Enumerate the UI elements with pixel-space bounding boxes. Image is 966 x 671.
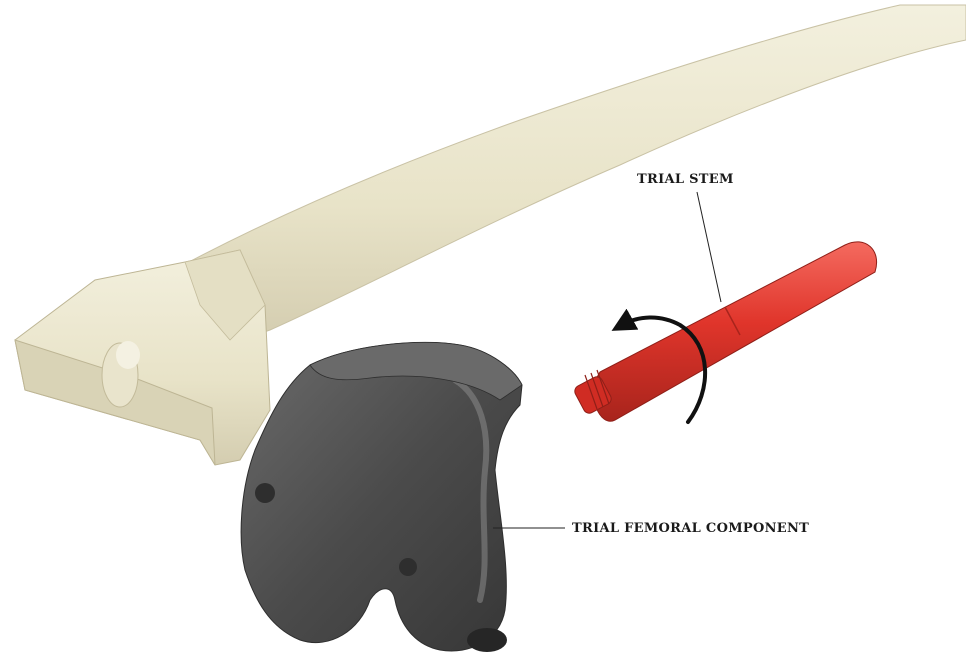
trial-stem-label: TRIAL STEM — [637, 172, 734, 187]
femur-peg-hole-inner — [116, 341, 140, 369]
femoral-component-box-opening — [467, 628, 507, 652]
trial-stem — [573, 242, 877, 421]
femoral-component-hole-left — [255, 483, 275, 503]
trial-femoral-component — [241, 342, 522, 652]
trial-femoral-component-label: TRIAL FEMORAL COMPONENT — [572, 521, 809, 536]
trial-stem-leader-line — [697, 192, 721, 302]
femoral-component-hole-right — [399, 558, 417, 576]
trial-stem-body — [594, 242, 877, 421]
